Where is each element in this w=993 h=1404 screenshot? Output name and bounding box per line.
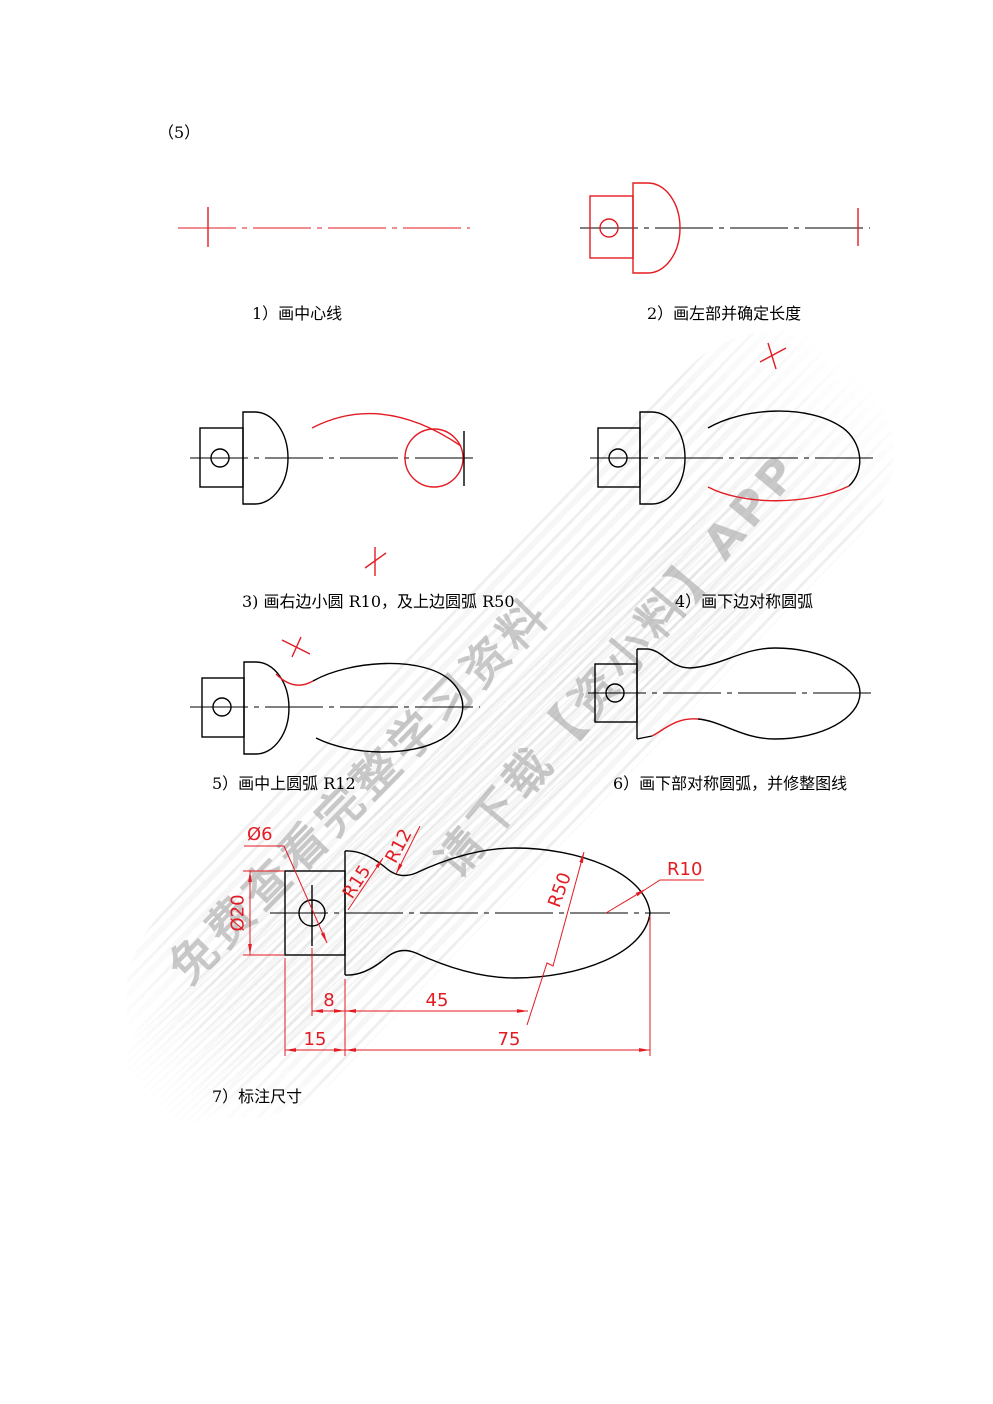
step-6-lower-neck-arc [651,718,699,737]
dim-end-radius-leader [605,888,647,914]
step-2-caption: 2）画左部并确定长度 [647,304,802,323]
step-4-caption: 4）画下边对称圆弧 [675,592,814,611]
step-2-dome [632,182,681,274]
dim-body-arc-position-label: 45 [426,990,449,1011]
step-4-drawing [590,342,878,505]
dim-end-radius-label: R10 [667,859,702,880]
step-6-hole-circle [605,683,625,703]
step-3-end-circle-r10 [404,428,464,488]
dim-body-radius-label: R50 [544,870,576,910]
step-5-upper-outline [312,662,464,740]
step-6-caption: 6）画下部对称圆弧，并修整图线 [613,774,848,793]
dim-hole-position-label: 8 [323,990,334,1011]
step-6-drawing [588,647,875,740]
step-4-arc-center-mark-b [767,342,777,370]
dim-neck-radius-leader [395,825,421,875]
step-4-arc-center-mark-a [759,347,787,363]
dim-neck-radius-label: R12 [381,825,416,866]
step-7-drawing: Ø6 Ø20 R15 R12 R50 R10 [228,824,704,1056]
dim-left-end-length-label: 15 [304,1029,327,1050]
step-5-arc-center-mark-b [291,636,302,658]
dim-shoulder-radius-label: R15 [339,861,376,902]
step-5-caption: 5）画中上圆弧 R12 [212,774,356,793]
step-3-drawing [190,411,478,576]
step-5-drawing [190,636,480,755]
step-6-outline [637,647,861,740]
step-5-lower-outline [315,737,443,753]
dim-end-radius-shoulder [645,879,704,890]
step-2-hole-circle [599,218,619,238]
step-4-dome [639,411,686,505]
dim-hole-diameter-leader [283,845,328,944]
dim-hole-diameter-label: Ø6 [247,824,273,845]
section-label: （5） [158,123,201,142]
step-4-upper-outline [707,410,861,487]
step-3-dome [242,411,289,505]
step-1-caption: 1）画中心线 [252,304,343,323]
dim-left-end-diameter-label: Ø20 [228,894,249,931]
step-6-dome-bottom [636,735,653,740]
step-4-lower-arc [707,485,850,502]
step-5-dome [243,661,290,755]
step-7-outline [344,847,651,979]
step-3-hole-circle [210,448,230,468]
step-5-hole-circle [212,697,232,717]
step-7-caption: 7）标注尺寸 [212,1087,303,1106]
step-5-neck-arc-r12 [275,673,314,686]
step-3-arc-center-mark-d [364,552,387,569]
step-3-caption: 3) 画右边小圆 R10，及上边圆弧 R50 [242,592,515,611]
step-4-hole-circle [608,448,628,468]
step-3-upper-arc-r50 [311,412,462,447]
step-2-drawing [580,182,870,274]
step-2-left-end-square [589,195,634,259]
step-1-drawing [178,207,470,247]
dim-body-radius-leader [526,851,585,1026]
dim-shoulder-radius-leader [347,857,384,911]
dim-body-length-label: 75 [498,1029,521,1050]
